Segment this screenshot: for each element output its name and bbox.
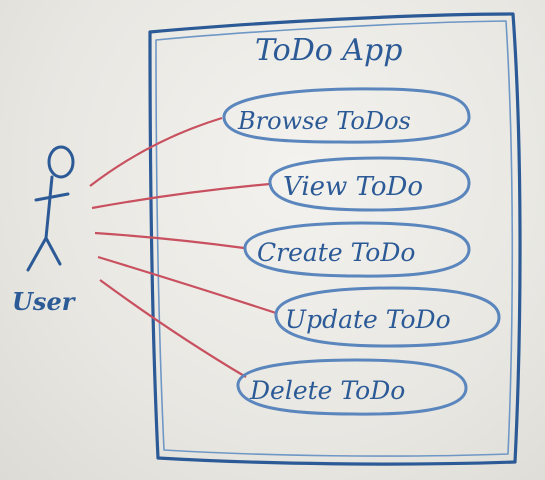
use-case-ellipse [222,87,471,144]
actor-label: User [12,287,77,316]
association-line-update [97,255,277,315]
use-case-ellipse [274,286,501,348]
use-case-create: Create ToDo [243,221,471,278]
system-boundary-inner [155,20,514,457]
use-case-ellipse [236,358,468,416]
use-case-ellipse [243,221,471,278]
use-case-ellipse [268,156,471,212]
actor-user [26,145,75,272]
system-boundary [148,12,522,466]
use-case-update: Update ToDo [274,286,501,348]
actor-body [44,175,54,240]
association-line-create [94,231,245,250]
use-case-label: Create ToDo [257,238,415,267]
association-line-browse [89,116,223,187]
actor-legs [26,234,62,272]
association-line-delete [99,279,247,378]
use-case-delete: Delete ToDo [236,358,468,416]
use-case-label: Browse ToDos [237,107,411,135]
use-case-view: View ToDo [268,156,471,212]
actor-head [47,145,75,179]
use-case-browse: Browse ToDos [222,87,471,144]
association-line-view [91,182,271,210]
associations [89,116,277,378]
use-case-label: Update ToDo [285,305,451,334]
use-case-label: View ToDo [283,172,423,202]
actor-arms [34,192,70,202]
use-case-label: Delete ToDo [249,376,405,405]
system-title: ToDo App [255,33,402,68]
